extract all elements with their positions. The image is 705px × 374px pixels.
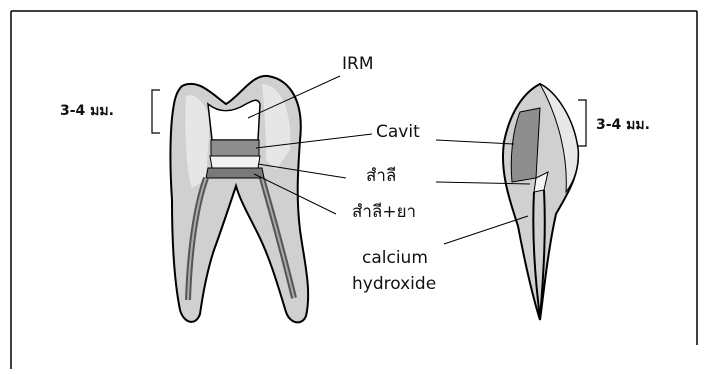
label-cotton: สำลี — [366, 168, 396, 185]
medicated-cotton-layer — [206, 168, 264, 178]
label-calcium-2: hydroxide — [352, 276, 436, 293]
cotton-layer — [210, 156, 260, 168]
molar-tooth — [171, 76, 309, 323]
incisor-tooth — [503, 84, 578, 320]
label-cavit: Cavit — [376, 124, 420, 141]
label-medicated-cotton: สำลี+ยา — [352, 204, 416, 221]
leader-calcium — [444, 216, 528, 244]
leader-cavit-right — [436, 140, 514, 144]
depth-bracket-right — [578, 100, 586, 146]
cavit-layer — [211, 140, 259, 156]
label-irm: IRM — [342, 56, 374, 73]
label-calcium-1: calcium — [362, 250, 428, 267]
label-depth-left: 3-4 มม. — [60, 104, 114, 118]
label-depth-right: 3-4 มม. — [596, 118, 650, 132]
depth-bracket-left — [152, 90, 160, 133]
